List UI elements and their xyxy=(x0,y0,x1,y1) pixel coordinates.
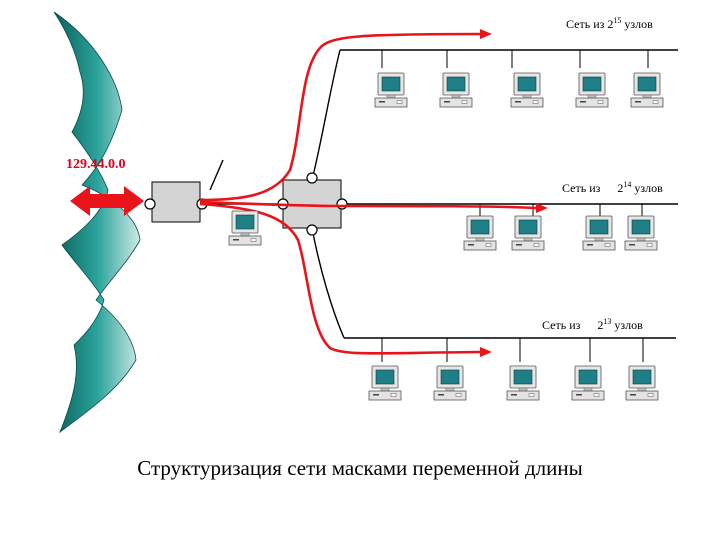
network-label-base: 2 xyxy=(617,181,624,195)
computer-icon xyxy=(439,72,473,108)
network-label-prefix: Сеть из xyxy=(542,318,581,332)
computer-icon xyxy=(433,365,467,401)
double-arrow-icon xyxy=(70,186,144,216)
computer-icon xyxy=(510,72,544,108)
computer-icon xyxy=(228,210,262,246)
routing-paths xyxy=(199,32,537,355)
network-label-base: 2 xyxy=(597,318,604,332)
network-address: 129.44.0.0 xyxy=(66,157,126,172)
diagram-caption: Структуризация сети масками переменной д… xyxy=(137,456,583,480)
decorative-wave xyxy=(53,11,141,434)
computer-icon xyxy=(582,215,616,251)
network-label-base: 2 xyxy=(607,17,614,31)
network-label-suffix: узлов xyxy=(624,17,653,31)
network-label-exponent: 14 xyxy=(623,180,632,189)
network-label-exponent: 15 xyxy=(613,16,622,25)
computer-icon xyxy=(625,365,659,401)
network-label-15: Сеть из 215 узлов xyxy=(566,16,653,32)
network-label-prefix: Сеть из xyxy=(566,17,605,31)
network-label-13: Сеть из 213 узлов xyxy=(542,317,643,333)
network-label-14: Сеть из 214 узлов xyxy=(562,180,663,196)
computer-icon xyxy=(624,215,658,251)
network-label-suffix: узлов xyxy=(634,181,663,195)
computer-icon xyxy=(374,72,408,108)
drop-lines xyxy=(381,50,649,362)
computer-icon xyxy=(368,365,402,401)
route-arrowheads xyxy=(480,29,548,357)
computer-icon xyxy=(630,72,664,108)
network-label-prefix: Сеть из xyxy=(562,181,601,195)
computer-icon xyxy=(571,365,605,401)
computer-icon xyxy=(463,215,497,251)
computer-icon xyxy=(506,365,540,401)
network-label-suffix: узлов xyxy=(614,318,643,332)
computer-icon xyxy=(511,215,545,251)
network-label-exponent: 13 xyxy=(603,317,612,326)
router-icon xyxy=(144,181,208,223)
computer-icon xyxy=(575,72,609,108)
